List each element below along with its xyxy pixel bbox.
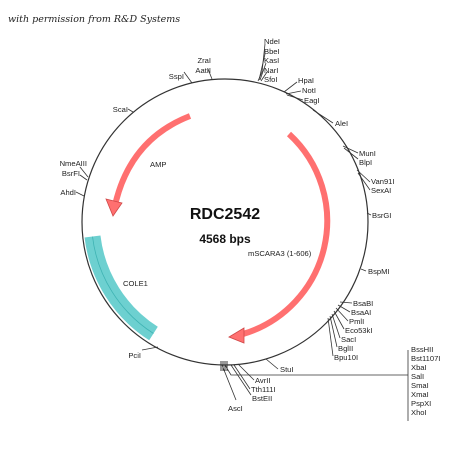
mscara3-label: mSCARA3 (1-606) [248,249,312,258]
leader-stui [265,358,279,370]
site-muni: MunI [359,149,376,158]
leader-alei [312,109,334,124]
site-saci: SacI [341,335,356,344]
site-eco53ki: Eco53kI [345,326,372,335]
plasmid-size: 4568 bps [199,232,251,246]
leader-blpi [343,147,359,160]
site-leader-lines [75,43,409,421]
leader-nari [260,71,268,82]
leader-bspmi [360,268,367,272]
site-bpu10i: Bpu10I [334,353,358,362]
site-ticks [220,361,228,371]
site-xhoi: XhoI [411,408,427,417]
leader-tth111i [233,364,251,390]
site-bspmi: BspMI [368,267,390,276]
site-alei: AleI [335,119,348,128]
site-eagi: EagI [304,96,320,105]
mscara3-feature-arrow [242,131,331,337]
leader-pcii [141,346,159,351]
leader-pmli [335,307,349,322]
site-bsteii: BstEII [252,394,272,403]
site-smai: SmaI [411,381,429,390]
site-noti: NotI [302,86,316,95]
leader-hpai [283,81,298,93]
site-bbei: BbeI [264,47,280,56]
leader-bsteii [230,364,252,396]
site-sali: SalI [411,372,424,381]
amp-feature-arrow [111,113,192,211]
leader-asci [221,364,237,401]
leader-polylinker [224,364,408,376]
site-aatii: AatII [195,66,211,75]
leader-saci [331,313,341,339]
site-tth111i: Tth111I [251,385,276,394]
site-stui: StuI [280,365,294,374]
leader-avrii [237,363,255,381]
leader-scai [127,108,134,113]
leader-ahdi [75,191,85,197]
site-xmai: XmaI [411,390,429,399]
leader-bbei [258,53,266,81]
site-pspxi: PspXI [411,399,431,408]
site-bsaai: BsaAI [351,308,371,317]
leader-bsrfi [79,174,88,181]
leader-bsaai [337,304,351,313]
leader-nmeaiii [79,166,89,178]
leader-sspi [183,71,193,84]
site-bsrfi: BsrFI [62,169,80,178]
site-pmli: PmlI [349,317,364,326]
site-labels: NdeI BbeI KasI NarI SfoI ZraI AatII SspI… [60,37,441,417]
leader-muni [342,145,359,154]
site-ahdi: AhdI [60,188,76,197]
site-bsabi: BsaBI [353,299,373,308]
leader-bsrgi [366,212,372,216]
site-nari: NarI [264,66,278,75]
site-zrai: ZraI [197,56,211,65]
amp-label: AMP [150,160,166,169]
site-bsrgi: BsrGI [372,211,391,220]
site-nmeaiii: NmeAIII [60,159,87,168]
leader-bpu10i [327,317,334,357]
site-sexai: SexAI [371,186,391,195]
site-sspi: SspI [169,72,184,81]
site-blpi: BlpI [359,158,372,167]
leader-bsabi [339,301,353,304]
site-bst1107i: Bst1107I [411,354,440,363]
leader-eco53ki [333,310,345,330]
leader-aatii [207,68,213,80]
cole1-label: COLE1 [123,279,148,288]
site-hpai: HpaI [298,76,314,85]
leader-bglii [329,315,338,348]
mscara3-arrowhead [228,327,245,344]
site-xbai: XbaI [411,363,427,372]
cole1-feature-outline [92,236,154,334]
site-sfoi: SfoI [264,75,278,84]
leader-noti [285,90,302,95]
leader-kasi [259,62,267,81]
site-pcii: PciI [128,351,141,360]
site-kasi: KasI [264,56,279,65]
amp-arrowhead [105,198,123,217]
site-ndei: NdeI [264,37,280,46]
plasmid-name: RDC2542 [190,206,260,223]
credit-line: with permission from R&D Systems [8,14,180,25]
site-bglii: BglII [338,344,353,353]
leader-sexai [357,172,371,191]
leader-van91i [356,169,371,183]
leader-eagi [286,94,304,101]
site-bsshii: BssHII [411,345,433,354]
site-van91i: Van91I [371,177,395,186]
site-scai: ScaI [113,105,128,114]
site-avrii: AvrII [255,376,270,385]
site-asci: AscI [228,404,243,413]
